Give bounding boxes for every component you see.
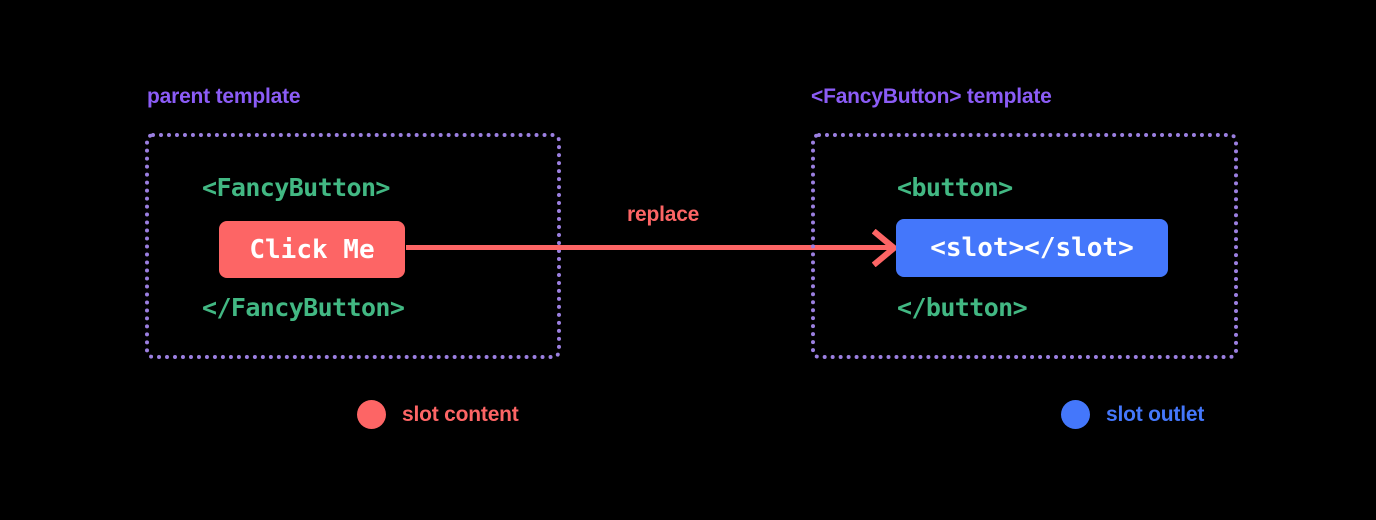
replace-arrow-line bbox=[406, 245, 893, 250]
fancybutton-template-title: <FancyButton> template bbox=[811, 85, 1052, 108]
arrow-head-icon bbox=[871, 228, 899, 268]
replace-label: replace bbox=[627, 203, 700, 226]
fancybutton-template-box bbox=[811, 133, 1238, 359]
button-close-tag: </button> bbox=[897, 293, 1028, 322]
parent-open-tag: <FancyButton> bbox=[202, 173, 390, 202]
legend-label-slot-content: slot content bbox=[402, 402, 519, 426]
arrow-head-svg bbox=[871, 228, 899, 268]
slot-content-chip[interactable]: Click Me bbox=[219, 221, 405, 278]
slot-outlet-chip[interactable]: <slot></slot> bbox=[896, 219, 1168, 277]
parent-close-tag: </FancyButton> bbox=[202, 293, 405, 322]
legend-item-slot-outlet: slot outlet bbox=[1061, 400, 1204, 429]
slot-content-swatch-icon bbox=[357, 400, 386, 429]
legend-item-slot-content: slot content bbox=[357, 400, 519, 429]
legend-label-slot-outlet: slot outlet bbox=[1106, 402, 1205, 426]
button-open-tag: <button> bbox=[897, 173, 1013, 202]
parent-template-title: parent template bbox=[147, 85, 301, 108]
slot-outlet-swatch-icon bbox=[1061, 400, 1090, 429]
